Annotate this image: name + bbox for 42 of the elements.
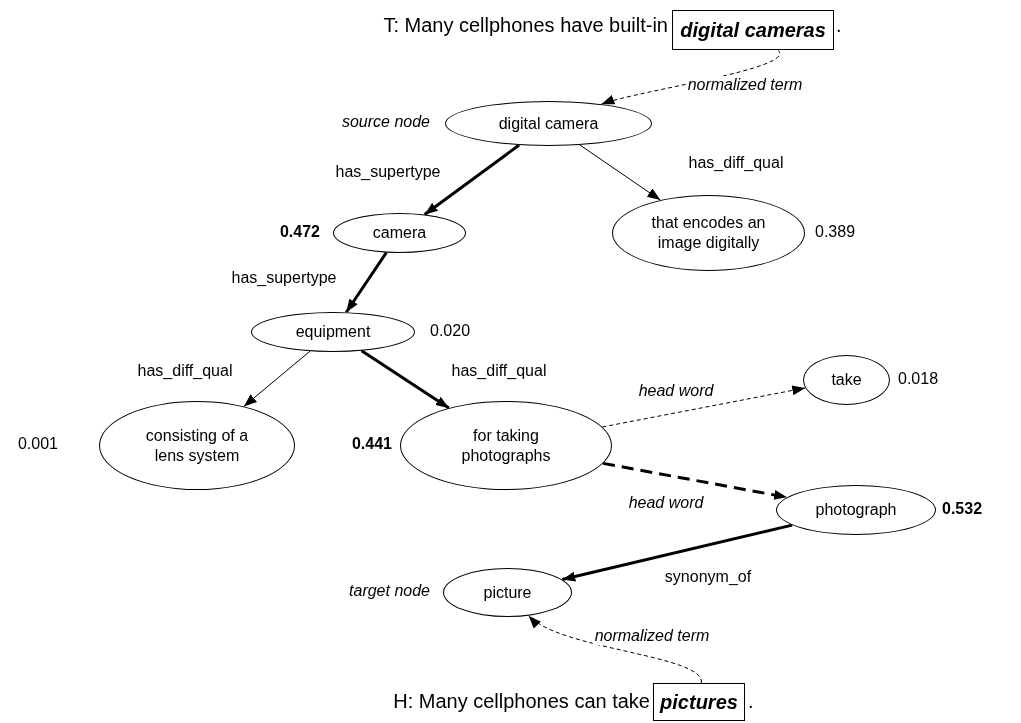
edge-label: synonym_of [662,568,754,586]
concept-label: take [831,370,862,390]
term-text: digital cameras [680,18,826,42]
edge-label: has_supertype [229,269,339,287]
score-value: 0.001 [17,435,58,453]
score-value: 0.020 [430,322,471,340]
score-value: 0.472 [279,223,320,241]
concept-label: picture [483,582,532,603]
concept-label: that encodes an image digitally [650,213,767,253]
arrow [561,523,793,582]
sentence-period: . [836,14,842,37]
sentence-text: H: Many cellphones can take [393,690,650,713]
arrow [528,615,702,684]
sentence-text: T: Many cellphones have built-in [383,14,668,37]
highlighted-term-box [672,10,834,50]
arrow [602,461,788,500]
concept-label: photograph [815,500,897,520]
edge-label: has_diff_qual [686,154,786,172]
score-value: 0.018 [898,370,939,388]
concept-ellipse [443,568,572,617]
term-text: pictures [660,690,738,714]
concept-label: camera [372,223,427,243]
node-role-label: target node [349,582,430,600]
edge-label: normalized term [592,627,712,645]
edge-label: has_supertype [333,163,443,181]
score-value: 0.389 [815,223,856,241]
edge-label: has_diff_qual [135,362,235,380]
concept-ellipse [776,485,936,535]
highlighted-term-box [653,683,745,721]
arrow [601,385,806,428]
edge-label: has_diff_qual [449,362,549,380]
concept-label: consisting of a lens system [144,425,250,466]
arrow [243,350,311,407]
score-value: 0.441 [351,435,392,453]
arrow [579,144,661,201]
concept-label: for taking photographs [460,425,552,466]
sentence-period: . [748,690,754,713]
node-role-label: source node [341,113,430,131]
concept-label: equipment [295,322,371,342]
arrow [345,251,388,314]
concept-label: digital camera [498,113,599,134]
score-value: 0.532 [942,500,983,518]
